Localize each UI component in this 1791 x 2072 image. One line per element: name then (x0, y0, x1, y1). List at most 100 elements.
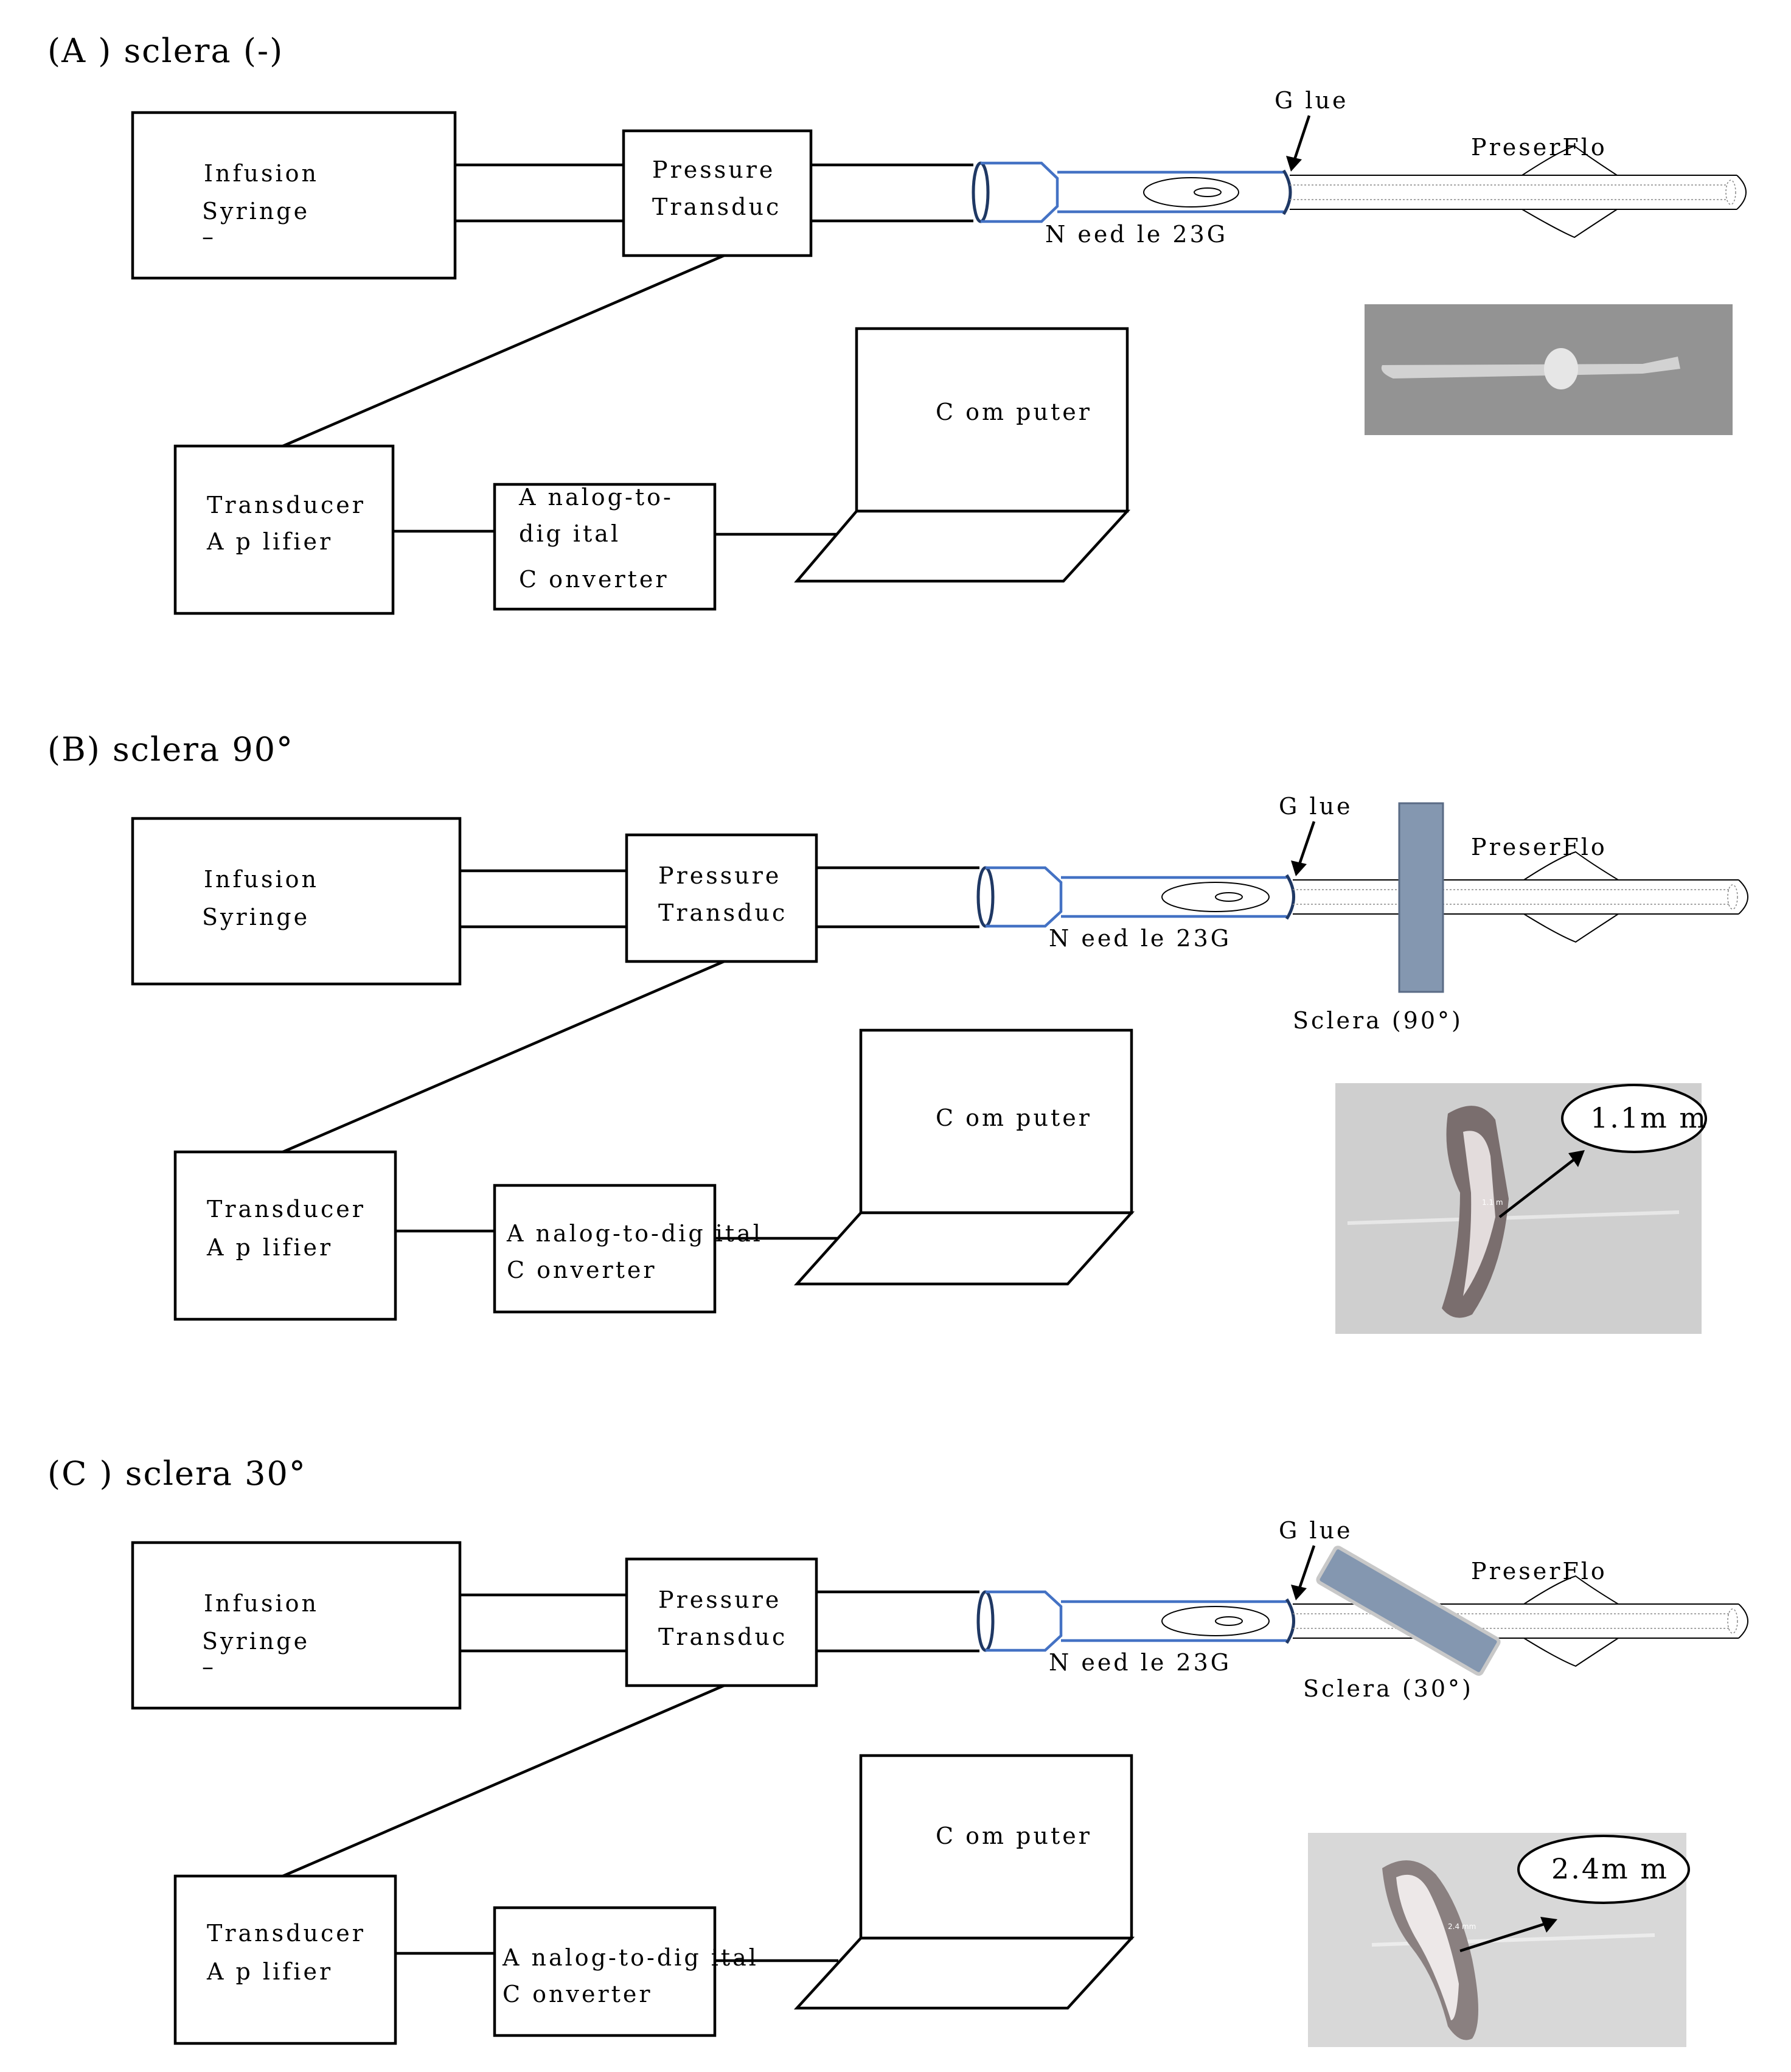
needle-bevel (1161, 1606, 1270, 1636)
computer-keyboard (793, 1936, 1135, 2010)
glue-ring (1285, 1598, 1295, 1644)
panel-c-heading: (C ) sclera 30° (47, 1454, 307, 1493)
needle-lumen (1215, 1616, 1243, 1626)
preserflo-tip (1738, 1603, 1748, 1639)
transducer-amplifier-box (173, 444, 395, 615)
pressure-transducer-box (625, 833, 818, 963)
converter-label-1: A nalog-to-dig ital (506, 1220, 763, 1247)
amplifier-label-1: Transducer (207, 1196, 366, 1223)
syringe-label-2: Syringe (202, 198, 310, 225)
signal-cable (282, 254, 725, 448)
preserflo-tip-lumen (1727, 884, 1738, 910)
converter-label-3: C onverter (519, 566, 669, 593)
needle-label: N eed le 23G (1049, 925, 1231, 952)
measurement-arrowhead (1568, 1150, 1585, 1167)
syringe-label-1: Infusion (204, 1590, 319, 1617)
measurement-arrow (1498, 1158, 1576, 1218)
preserflo-fin-bottom (1523, 913, 1619, 943)
glue-label: G lue (1275, 87, 1349, 114)
signal-cable (282, 960, 725, 1154)
converter-label-1: A nalog-to-dig ital (502, 1944, 759, 1971)
amplifier-label-1: Transducer (207, 492, 366, 518)
transducer-amplifier-box (173, 1150, 397, 1321)
converter-label-2: dig ital (519, 520, 621, 547)
panel-c: (C ) sclera 30° Infusion Syringe – Press… (47, 1454, 1748, 2047)
preserflo-fin-top (1523, 1575, 1619, 1605)
infusion-syringe-box (131, 111, 457, 280)
preserflo-label: PreserFlo (1471, 1558, 1607, 1585)
syringe-label-2: Syringe (202, 904, 310, 930)
converter-label-2: C onverter (507, 1257, 657, 1283)
glue-arrow (1298, 821, 1316, 865)
panel-b-heading: (B) sclera 90° (47, 730, 294, 769)
transducer-amplifier-box (173, 1874, 397, 2045)
computer-label: C om puter (936, 1104, 1092, 1131)
glue-arrow (1298, 1545, 1316, 1589)
syringe-label-3: – (202, 223, 216, 250)
computer-label: C om puter (936, 1823, 1092, 1849)
amplifier-label-2: A p lifier (206, 1958, 333, 1985)
measurement-label: 1.1m m (1590, 1101, 1708, 1134)
glue-arrowhead (1291, 860, 1307, 876)
infusion-syringe-box (131, 817, 462, 986)
adc-converter-box (493, 1184, 717, 1314)
pressure-transducer-box (625, 1557, 818, 1687)
preserflo-fin-top (1521, 145, 1618, 176)
preserflo-fin-bottom (1521, 209, 1618, 239)
glue-label: G lue (1279, 1517, 1353, 1544)
preserflo-tip-lumen (1727, 1608, 1738, 1634)
preserflo-lumen (1293, 889, 1731, 905)
preserflo-fin-top (1523, 851, 1619, 881)
glue-label: G lue (1279, 793, 1353, 820)
photo-scale-label: 2.4 mm (1448, 1922, 1476, 1931)
signal-cable (282, 1684, 725, 1878)
needle-hub (986, 866, 1063, 928)
preserflo-photo (1365, 304, 1733, 435)
infusion-syringe-box (131, 1541, 462, 1710)
computer-screen (859, 1028, 1133, 1215)
glue-ring (1282, 169, 1292, 215)
measurement-label: 2.4m m (1551, 1852, 1669, 1885)
needle-bevel (1161, 882, 1270, 912)
needle-shaft (1057, 170, 1284, 214)
glue-ring (1285, 874, 1295, 920)
transducer-label-2: Transduc (658, 899, 787, 926)
converter-label-1: A nalog-to- (518, 484, 673, 511)
syringe-label-3: – (202, 1653, 216, 1680)
needle-bevel (1143, 177, 1239, 208)
amplifier-label-2: A p lifier (206, 1234, 333, 1261)
panel-a: (A ) sclera (-) Infusion Syringe – Press… (47, 32, 1747, 615)
needle-hub-rim (976, 866, 995, 928)
transducer-label-1: Pressure (658, 1586, 781, 1613)
preserflo-tube (1290, 175, 1737, 210)
needle-shaft (1061, 876, 1287, 918)
measurement-arrowhead (1540, 1917, 1557, 1933)
sclera-label: Sclera (30°) (1303, 1675, 1473, 1702)
sclera-block (1316, 1546, 1501, 1676)
needle-lumen (1194, 187, 1222, 197)
needle-lumen (1215, 892, 1243, 902)
syringe-label-1: Infusion (204, 866, 319, 893)
computer-label: C om puter (936, 399, 1092, 425)
preserflo-label: PreserFlo (1471, 134, 1607, 161)
glue-arrow (1293, 115, 1311, 160)
syringe-label-1: Infusion (204, 160, 319, 187)
needle-hub (981, 161, 1059, 223)
preserflo-tip (1738, 879, 1748, 915)
needle-label: N eed le 23G (1045, 221, 1228, 248)
sclera-block (1398, 802, 1444, 993)
measurement-callout (1517, 1835, 1690, 1904)
measurement-callout (1561, 1084, 1707, 1153)
needle-hub (986, 1590, 1063, 1652)
computer-screen (859, 1754, 1133, 1940)
needle-label: N eed le 23G (1049, 1649, 1231, 1676)
needle-hub-rim (972, 161, 990, 223)
pressure-transducer-box (622, 129, 813, 257)
preserflo-label: PreserFlo (1471, 834, 1607, 860)
preserflo-tip (1736, 175, 1747, 210)
preserflo-tube (1293, 879, 1739, 915)
adc-converter-box (493, 483, 717, 611)
glue-arrowhead (1291, 1585, 1307, 1600)
converter-label-2: C onverter (503, 1981, 653, 2007)
